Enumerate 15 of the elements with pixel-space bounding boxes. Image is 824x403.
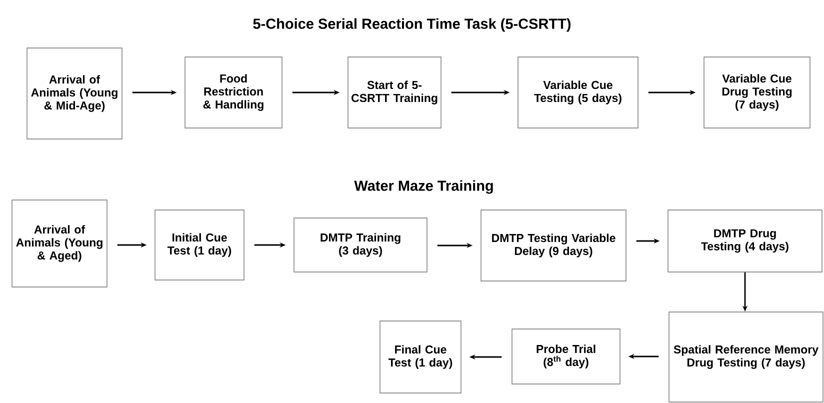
step-box: DMTP Testing Variable Delay (9 days) <box>480 210 626 282</box>
heading: Water Maze Training <box>354 180 493 194</box>
step-box: Initial Cue Test (1 day) <box>154 210 244 280</box>
step-box: Start of 5-CSRTT Training <box>348 56 442 128</box>
step-box: Arrival of Animals (Young & Mid-Age) <box>26 48 122 140</box>
step-box: Arrival of Animals (Young & Aged) <box>12 200 108 288</box>
step-box: Variable Cue Testing (5 days) <box>518 56 638 128</box>
step-box: Food Restriction & Handling <box>184 56 282 128</box>
step-box: DMTP Training (3 days) <box>294 218 428 272</box>
step-box: DMTP Drug Testing (4 days) <box>668 210 822 272</box>
step-box: Variable Cue Drug Testing (7 days) <box>704 56 810 128</box>
step-box: Probe Trial (8$^{th}$ day) <box>512 328 620 384</box>
step-box: Final Cue Test (1 day) <box>380 320 462 394</box>
step-box: Spatial Reference Memory Drug Testing (7 days) <box>668 312 824 402</box>
title: 5-Choice Serial Reaction Time Task (5-CSRTT) <box>253 18 571 32</box>
